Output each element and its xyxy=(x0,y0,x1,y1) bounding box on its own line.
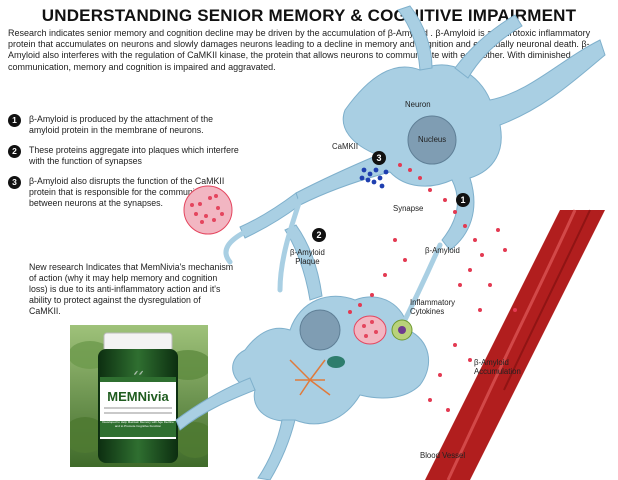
diagram-badge-2: 2 xyxy=(312,228,326,242)
nucleus-lower xyxy=(299,309,341,351)
neuron-cell-lower xyxy=(175,192,429,480)
intro-paragraph: Research indicates senior memory and cog… xyxy=(8,28,591,72)
product-bottle-illustration: ⸙⸙ MEMNivia Developed to Help Maintain M… xyxy=(70,325,208,467)
product-image: ⸙⸙ MEMNivia Developed to Help Maintain M… xyxy=(70,325,208,467)
research-paragraph: New research Indicates that MemNivia's m… xyxy=(29,262,234,316)
step-item: 2 These proteins aggregate into plaques … xyxy=(8,145,240,167)
step-text: β-Amyloid also disrupts the function of … xyxy=(29,176,225,208)
label-camkii: CaMKII xyxy=(332,142,358,151)
step-number-badge: 2 xyxy=(8,145,21,158)
product-brand: MEMNivia xyxy=(107,389,169,404)
label-neuron: Neuron xyxy=(405,100,431,109)
label-synapse: Synapse xyxy=(393,204,424,213)
diagram-badge-3: 3 xyxy=(372,151,386,165)
amyloid-plaque-lower xyxy=(353,315,387,345)
camkii-cluster xyxy=(359,167,389,189)
label-nucleus: Nucleus xyxy=(418,135,447,144)
mitochondria-icon xyxy=(327,356,345,368)
step-item: 1 β-Amyloid is produced by the attachmen… xyxy=(8,114,240,136)
step-number-badge: 1 xyxy=(8,114,21,127)
label-amyloid-plaque: β-Amyloid Plaque xyxy=(290,248,325,266)
label-amyloid: β-Amyloid xyxy=(425,246,460,255)
step-text: These proteins aggregate into plaques wh… xyxy=(29,145,239,166)
product-tagline: Developed to Help Maintain Memory with A… xyxy=(102,421,174,428)
cytokine-cell xyxy=(391,319,413,341)
label-blood-vessel: Blood Vessel xyxy=(420,451,466,460)
step-item: 3 β-Amyloid also disrupts the function o… xyxy=(8,176,240,209)
diagram-badge-1: 1 xyxy=(456,193,470,207)
svg-text:⸙⸙: ⸙⸙ xyxy=(133,370,144,377)
step-number-badge: 3 xyxy=(8,176,21,189)
step-text: β-Amyloid is produced by the attachment … xyxy=(29,114,214,135)
step-list: 1 β-Amyloid is produced by the attachmen… xyxy=(8,114,240,218)
label-cytokines: Inflammatory Cytokines xyxy=(410,298,456,316)
label-accumulation: β-Amyloid Accumulation xyxy=(474,358,521,376)
neuron-dendrites xyxy=(223,197,443,333)
orange-filaments xyxy=(289,359,331,396)
page-title: UNDERSTANDING SENIOR MEMORY & COGNITIVE … xyxy=(41,6,577,25)
